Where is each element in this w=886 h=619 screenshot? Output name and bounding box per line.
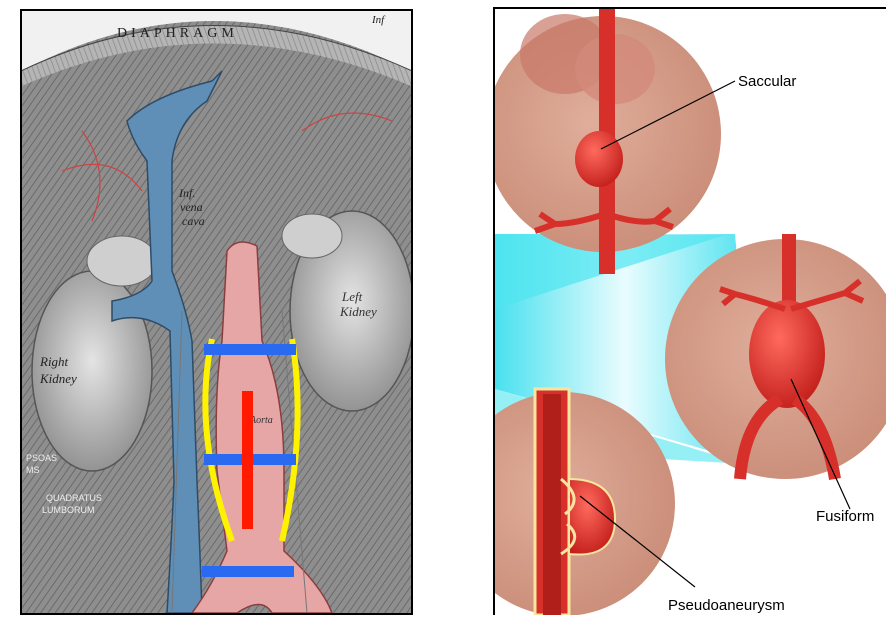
quadratus-label-line1: QUADRATUS [46,493,102,503]
left-kidney-label-line2: Kidney [339,304,377,319]
anatomy-illustration: Inf. vena cava DIAPHRAGM Inf Left Kidney… [22,11,411,613]
right-kidney-label-line2: Kidney [39,371,77,386]
fusiform-bulge [749,300,825,408]
blue-bar-bottom [202,566,294,577]
ivc-label-line2: vena [180,200,203,214]
corner-label: Inf [371,14,386,26]
aneurysm-types-panel: Saccular Fusiform Pseudoaneurysm [493,7,886,615]
left-kidney-label-line1: Left [341,289,363,304]
saccular-label: Saccular [738,73,796,90]
psoas-label-line1: PSOAS [26,453,57,463]
blue-bar-top [204,344,296,355]
saccular-bulge [575,131,623,187]
anatomy-illustration-panel: Inf. vena cava DIAPHRAGM Inf Left Kidney… [20,9,413,615]
quadratus-label-line2: LUMBORUM [42,505,95,515]
red-bar-vertical [242,391,253,529]
fusiform-label: Fusiform [816,508,874,525]
right-kidney-label-line1: Right [39,354,69,369]
pseudoaneurysm-label: Pseudoaneurysm [668,597,785,614]
ivc-label-line1: Inf. [178,186,195,200]
diaphragm-label: DIAPHRAGM [117,26,238,41]
psoas-label-line2: MS [26,465,40,475]
ivc-label-line3: cava [182,214,205,228]
